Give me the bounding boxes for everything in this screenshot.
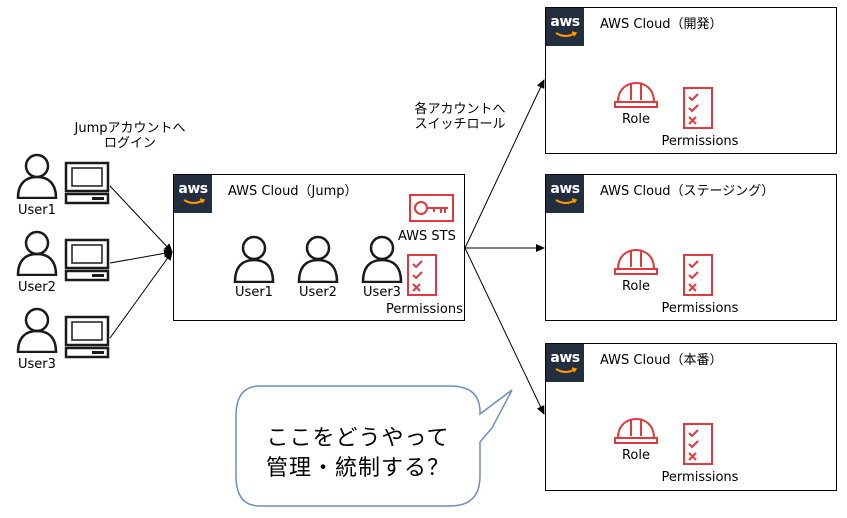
prod-cloud-title: AWS Cloud（本番）: [600, 353, 723, 368]
jump-cloud-title: AWS Cloud（Jump）: [228, 184, 358, 199]
arrow-user3-to-jump: [109, 251, 173, 339]
arrow-jump-to-prod: [464, 247, 545, 415]
laptop-icon: [64, 238, 110, 282]
bubble-line2: 管理・統制する？: [265, 456, 450, 481]
permissions-checklist-icon: [683, 87, 713, 129]
user-row-3: [14, 307, 114, 373]
arrow-jump-to-dev: [464, 79, 545, 249]
user-icon: [16, 307, 58, 353]
permissions-checklist-icon: [407, 254, 437, 296]
user-label: User2: [18, 280, 56, 295]
speech-bubble: [235, 385, 513, 507]
user-icon: [233, 235, 275, 283]
login-note: Jumpアカウントへ ログイン: [60, 121, 200, 151]
permissions-label: Permissions: [661, 301, 739, 316]
arrow-user2-to-jump: [109, 249, 173, 264]
staging-cloud-box: aws AWS Cloud（ステージング） Role Permissions: [545, 174, 837, 321]
arrow-user1-to-jump: [109, 185, 173, 253]
staging-cloud-title: AWS Cloud（ステージング）: [600, 184, 775, 199]
aws-logo-text: aws: [550, 350, 580, 366]
sts-key-icon: [409, 194, 454, 222]
aws-logo-icon: aws: [546, 8, 584, 46]
user-label: User3: [18, 357, 56, 372]
aws-logo-icon: aws: [546, 344, 584, 382]
switch-role-note-line2: スイッチロール: [414, 117, 506, 132]
user-icon: [297, 235, 339, 283]
laptop-icon: [64, 315, 110, 359]
switch-role-note-line1: 各アカウントへ: [414, 102, 506, 117]
jump-user-label: User1: [235, 285, 273, 300]
user-icon: [16, 153, 58, 199]
login-note-line2: ログイン: [103, 136, 156, 151]
role-hardhat-icon: [614, 248, 658, 275]
bubble-text: ここをどうやって 管理・統制する？: [238, 424, 478, 484]
permissions-label: Permissions: [661, 470, 739, 485]
user-icon: [16, 230, 58, 276]
laptop-icon: [64, 161, 110, 205]
user-row-1: [14, 153, 114, 219]
sts-label: AWS STS: [398, 229, 456, 244]
role-label: Role: [621, 112, 650, 127]
aws-logo-text: aws: [178, 181, 208, 197]
aws-logo-icon: aws: [174, 175, 212, 213]
aws-logo-text: aws: [550, 181, 580, 197]
role-hardhat-icon: [614, 81, 658, 108]
permissions-checklist-icon: [683, 423, 713, 465]
dev-cloud-title: AWS Cloud（開発）: [600, 17, 723, 32]
bubble-line1: ここをどうやって: [266, 426, 450, 451]
role-hardhat-icon: [614, 417, 658, 444]
user-row-2: [14, 230, 114, 296]
switch-role-note: 各アカウントへ スイッチロール: [395, 102, 525, 132]
aws-logo-text: aws: [550, 14, 580, 30]
user-icon: [361, 235, 403, 283]
prod-cloud-box: aws AWS Cloud（本番） Role Permissions: [545, 343, 837, 491]
jump-permissions-label: Permissions: [386, 302, 463, 317]
permissions-label: Permissions: [661, 134, 739, 149]
user-label: User1: [18, 203, 56, 218]
login-note-line1: Jumpアカウントへ: [74, 121, 186, 136]
jump-cloud-box: aws AWS Cloud（Jump） User1 User2 User3 AW…: [173, 174, 465, 321]
dev-cloud-box: aws AWS Cloud（開発） Role Permissions: [545, 7, 837, 154]
role-label: Role: [621, 448, 650, 463]
jump-user-label: User2: [299, 285, 337, 300]
role-label: Role: [621, 279, 650, 294]
permissions-checklist-icon: [683, 254, 713, 296]
jump-user-label: User3: [363, 285, 401, 300]
aws-logo-icon: aws: [546, 175, 584, 213]
